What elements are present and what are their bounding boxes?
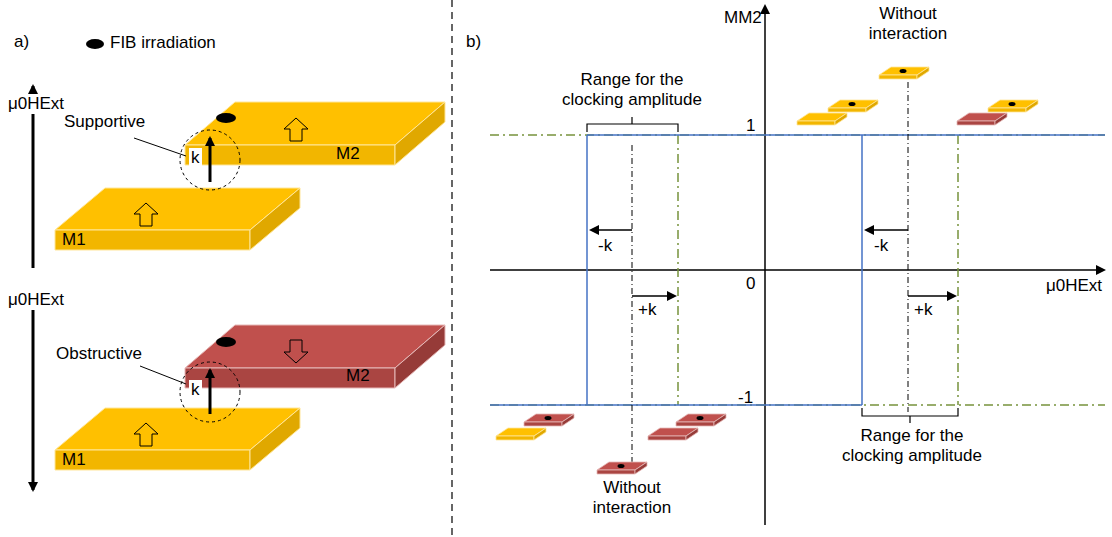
tick-label: 1 [746,116,755,136]
axis-label: μ0HExt [1046,276,1102,296]
magnet-label: M2 [346,366,370,386]
legend-text: FIB irradiation [110,33,216,53]
range-label: Range for the clocking amplitude [834,426,990,465]
magnet-label: M2 [336,144,360,164]
curve-label: Without interaction [586,478,678,517]
panel-letter: b) [466,32,481,52]
magnet-label: M1 [62,450,86,470]
magnet-label: M1 [62,230,86,250]
panel-letter: a) [14,32,29,52]
shift-label: -k [874,236,888,256]
coupling-label: k [189,380,202,400]
shift-label: +k [638,300,656,320]
shift-label: +k [914,300,932,320]
coupling-label: k [189,148,202,168]
interaction-label: Supportive [64,112,145,132]
origin-label: 0 [746,274,755,294]
tick-label: -1 [738,388,753,408]
axis-label: MM2 [724,8,762,28]
curve-label: Without interaction [862,4,954,43]
range-label: Range for the clocking amplitude [554,70,710,109]
field-label: μ0HExt [6,94,66,114]
field-label: μ0HExt [6,290,66,310]
interaction-label: Obstructive [56,344,142,364]
shift-label: -k [598,236,612,256]
